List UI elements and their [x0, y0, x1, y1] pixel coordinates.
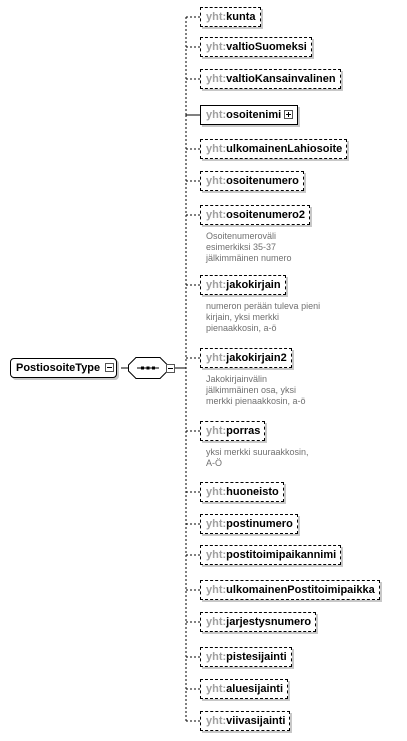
namespace-prefix: yht:: [206, 518, 227, 530]
element-name: pistesijainti: [226, 651, 287, 663]
element-osoitenimi[interactable]: yht:osoitenimi: [200, 105, 299, 125]
namespace-prefix: yht:: [206, 41, 227, 53]
element-valtioKansainvalinen[interactable]: yht:valtioKansainvalinen: [200, 69, 341, 89]
namespace-prefix: yht:: [206, 486, 227, 498]
element-name: jakokirjain2: [226, 352, 287, 364]
namespace-prefix: yht:: [206, 616, 227, 628]
namespace-prefix: yht:: [206, 425, 227, 437]
collapse-sequence-icon[interactable]: [166, 364, 175, 373]
namespace-prefix: yht:: [206, 143, 227, 155]
namespace-prefix: yht:: [206, 109, 227, 121]
element-name: viivasijainti: [226, 715, 286, 727]
element-kunta[interactable]: yht:kunta: [200, 7, 261, 27]
element-annotation: yksi merkki suuraakkosin, A-Ö: [206, 447, 309, 468]
namespace-prefix: yht:: [206, 683, 227, 695]
namespace-prefix: yht:: [206, 715, 227, 727]
element-name: valtioSuomeksi: [226, 41, 307, 53]
element-pistesijainti[interactable]: yht:pistesijainti: [200, 647, 292, 667]
element-annotation: numeron perään tuleva pieni kirjain, yks…: [206, 301, 321, 333]
element-name: valtioKansainvalinen: [226, 73, 336, 85]
element-porras[interactable]: yht:porras: [200, 421, 266, 441]
element-aluesijainti[interactable]: yht:aluesijainti: [200, 679, 289, 699]
namespace-prefix: yht:: [206, 651, 227, 663]
element-annotation: Osoitenumeroväli esimerkiksi 35-37 jälki…: [206, 231, 292, 263]
sequence-icon: [128, 357, 168, 379]
element-name: osoitenumero2: [226, 209, 306, 221]
element-postinumero[interactable]: yht:postinumero: [200, 514, 298, 534]
element-name: huoneisto: [226, 486, 279, 498]
element-viivasijainti[interactable]: yht:viivasijainti: [200, 711, 291, 731]
collapse-icon[interactable]: [105, 363, 115, 372]
element-name: osoitenumero: [226, 175, 299, 187]
element-name: jarjestysnumero: [226, 616, 312, 628]
element-name: porras: [226, 425, 261, 437]
namespace-prefix: yht:: [206, 209, 227, 221]
namespace-prefix: yht:: [206, 352, 227, 364]
element-name: postitoimipaikannimi: [226, 549, 337, 561]
element-jakokirjain[interactable]: yht:jakokirjain: [200, 275, 286, 295]
root-type-label: PostiosoiteType: [16, 362, 101, 374]
element-jakokirjain2[interactable]: yht:jakokirjain2: [200, 348, 292, 368]
element-ulkomainenPostitoimipaikka[interactable]: yht:ulkomainenPostitoimipaikka: [200, 580, 380, 600]
element-valtioSuomeksi[interactable]: yht:valtioSuomeksi: [200, 37, 312, 57]
element-jarjestysnumero[interactable]: yht:jarjestysnumero: [200, 612, 317, 632]
element-name: kunta: [226, 11, 256, 23]
element-name: ulkomainenPostitoimipaikka: [226, 584, 375, 596]
element-name: postinumero: [226, 518, 293, 530]
element-huoneisto[interactable]: yht:huoneisto: [200, 482, 284, 502]
element-name: ulkomainenLahiosoite: [226, 143, 343, 155]
element-ulkomainenLahiosoite[interactable]: yht:ulkomainenLahiosoite: [200, 139, 348, 159]
expand-icon[interactable]: [284, 110, 294, 119]
namespace-prefix: yht:: [206, 279, 227, 291]
element-osoitenumero[interactable]: yht:osoitenumero: [200, 171, 304, 191]
root-type-box[interactable]: PostiosoiteType: [10, 358, 118, 378]
element-postitoimipaikannimi[interactable]: yht:postitoimipaikannimi: [200, 545, 342, 565]
element-annotation: Jakokirjainvälin jälkimmäinen osa, yksi …: [206, 374, 306, 406]
namespace-prefix: yht:: [206, 11, 227, 23]
element-osoitenumero2[interactable]: yht:osoitenumero2: [200, 205, 311, 225]
namespace-prefix: yht:: [206, 73, 227, 85]
element-name: osoitenimi: [226, 109, 282, 121]
namespace-prefix: yht:: [206, 549, 227, 561]
namespace-prefix: yht:: [206, 584, 227, 596]
element-name: jakokirjain: [226, 279, 281, 291]
element-name: aluesijainti: [226, 683, 284, 695]
namespace-prefix: yht:: [206, 175, 227, 187]
